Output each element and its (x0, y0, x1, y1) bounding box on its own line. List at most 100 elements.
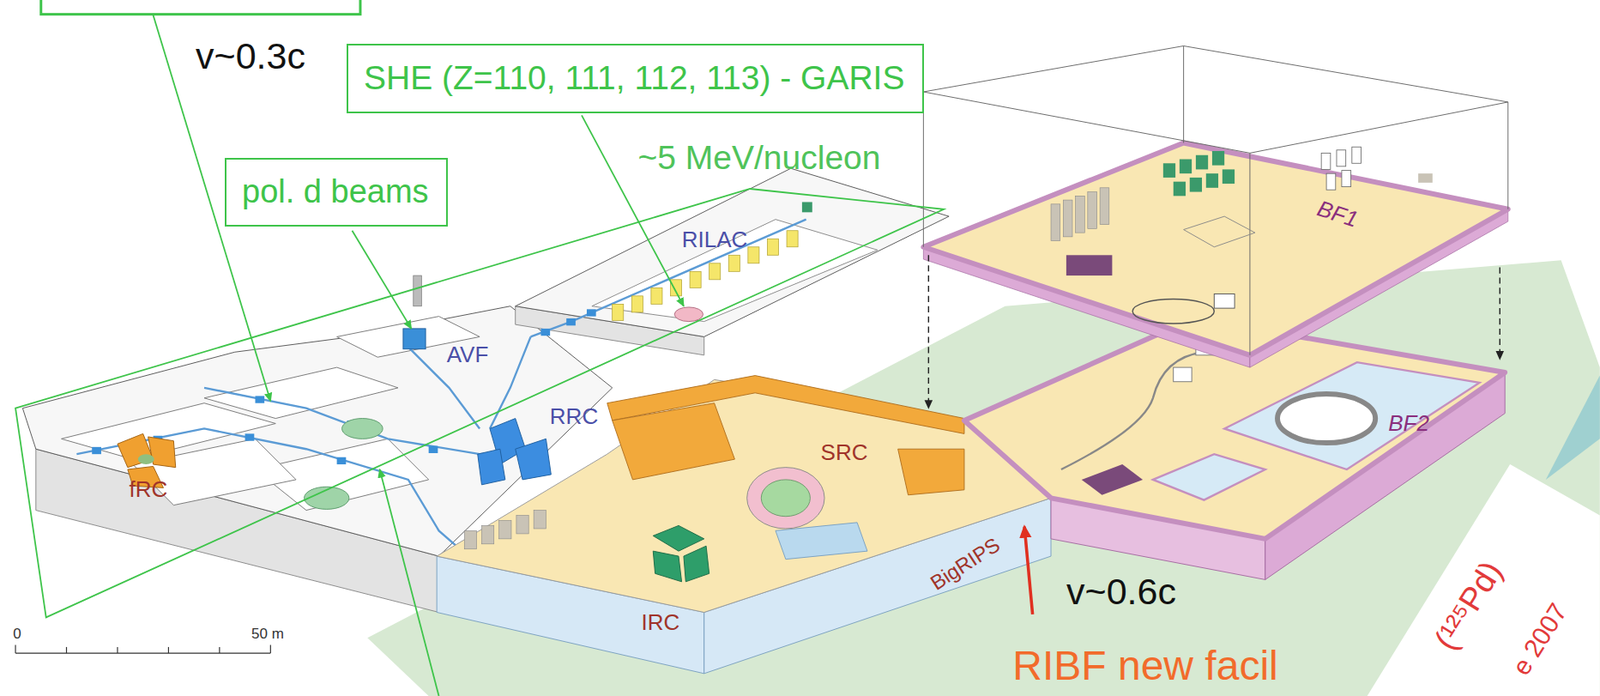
cyclotron (148, 436, 176, 468)
bf1-building (1050, 204, 1061, 242)
part-label: 50 m (251, 625, 284, 643)
cyclotron (651, 287, 663, 304)
bf1-building (1087, 192, 1098, 230)
bf2-building (1277, 393, 1376, 443)
beamline (76, 428, 480, 567)
bf1-building (1189, 177, 1202, 193)
cyclotron (674, 307, 703, 322)
callout-text: pol. d beams (241, 173, 431, 212)
scale-bar (218, 646, 220, 653)
bf2-building (1224, 362, 1480, 470)
bf2-building (1153, 453, 1266, 501)
ribf-building (747, 467, 825, 529)
bf2-building (1061, 351, 1204, 470)
bf1-building (1183, 46, 1184, 144)
zoom-outline (15, 188, 944, 617)
scale-bar (66, 646, 67, 653)
bf2-building (1081, 464, 1143, 496)
part-label: AVF (446, 342, 490, 369)
scale-bar (168, 646, 170, 653)
leader-line (351, 230, 411, 329)
beamline (489, 336, 532, 429)
part-label: v~0.3c (195, 35, 306, 78)
cyclotron (403, 328, 426, 350)
ribf-building (652, 550, 682, 582)
ribf-building (898, 448, 965, 496)
drop-arrow (1499, 267, 1501, 360)
ribf-building (436, 375, 1051, 674)
ground (1545, 375, 1600, 480)
cyclotron (689, 271, 701, 288)
part-label: 0 (12, 625, 21, 643)
ribf-building (533, 510, 546, 529)
bf1-building (1418, 173, 1433, 183)
magnet (586, 308, 597, 316)
velocity-arrow (1024, 526, 1033, 615)
ribf-building (436, 379, 1051, 612)
ribf-building (683, 545, 710, 582)
note-card (1367, 464, 1600, 696)
cyclotron (117, 201, 813, 509)
ribf-building (464, 530, 477, 549)
part-label: ~5 MeV/nucleon (638, 138, 882, 178)
cyclotron (612, 303, 624, 320)
cyclotron (413, 275, 423, 307)
cyclotron (477, 448, 506, 485)
bf1-building (1163, 163, 1176, 178)
callout-box: pol. d beams (224, 157, 448, 227)
cyclotron (515, 438, 552, 480)
bf1-building (1066, 254, 1113, 276)
magnet (254, 395, 265, 403)
bf1-building (1321, 152, 1331, 170)
part-label: RRC (549, 404, 598, 430)
cyclotron (342, 418, 384, 440)
bf1-building (1249, 152, 1250, 355)
bf1-building (1132, 298, 1214, 324)
bf1-building (923, 142, 1508, 355)
part-label: v~0.6c (1066, 570, 1177, 613)
scale-bar (270, 645, 272, 654)
bf1-building (1195, 155, 1208, 170)
bf1-building (1336, 150, 1347, 167)
scale-bar (15, 645, 271, 654)
bf1-building (1222, 169, 1235, 184)
velocity-arrow (1024, 526, 1033, 615)
magnet (540, 328, 550, 336)
bf1-building (1179, 159, 1192, 175)
cyclotron (709, 263, 721, 280)
bf1-building (1173, 181, 1186, 197)
scale-bar (15, 652, 271, 653)
ribf-building (760, 479, 810, 517)
bf1-building (1326, 173, 1336, 190)
magnet (91, 446, 102, 454)
ribf-building (481, 525, 494, 544)
ground (367, 259, 1600, 696)
ribf-building (516, 515, 529, 534)
callout-box: SHE (Z=110, 111, 112, 113) - GARIS (346, 43, 924, 114)
beamline (204, 387, 532, 454)
cyclotron (728, 254, 740, 272)
bf1-building (1212, 150, 1225, 166)
drop-arrow (928, 254, 1500, 408)
bf1-building (1507, 102, 1509, 210)
ribf-building (652, 525, 704, 551)
magnet (428, 446, 439, 453)
bf1-building (1075, 195, 1086, 233)
bf1-building (923, 46, 1508, 248)
magnet (566, 318, 576, 326)
zoom-outline (15, 0, 944, 617)
cyclotron (670, 279, 682, 296)
old-facility (22, 306, 612, 556)
magnet (337, 457, 347, 465)
bf1-building (1352, 146, 1362, 164)
cyclotron (802, 201, 813, 212)
scale-bar (14, 645, 16, 654)
note-card (1367, 464, 1600, 696)
zoom-outline (41, 0, 361, 15)
bf1-building (1099, 187, 1110, 225)
magnet (245, 433, 255, 441)
part-label: fRC (129, 476, 169, 503)
bf1-building (1183, 216, 1256, 248)
bf1-building (1062, 199, 1073, 237)
